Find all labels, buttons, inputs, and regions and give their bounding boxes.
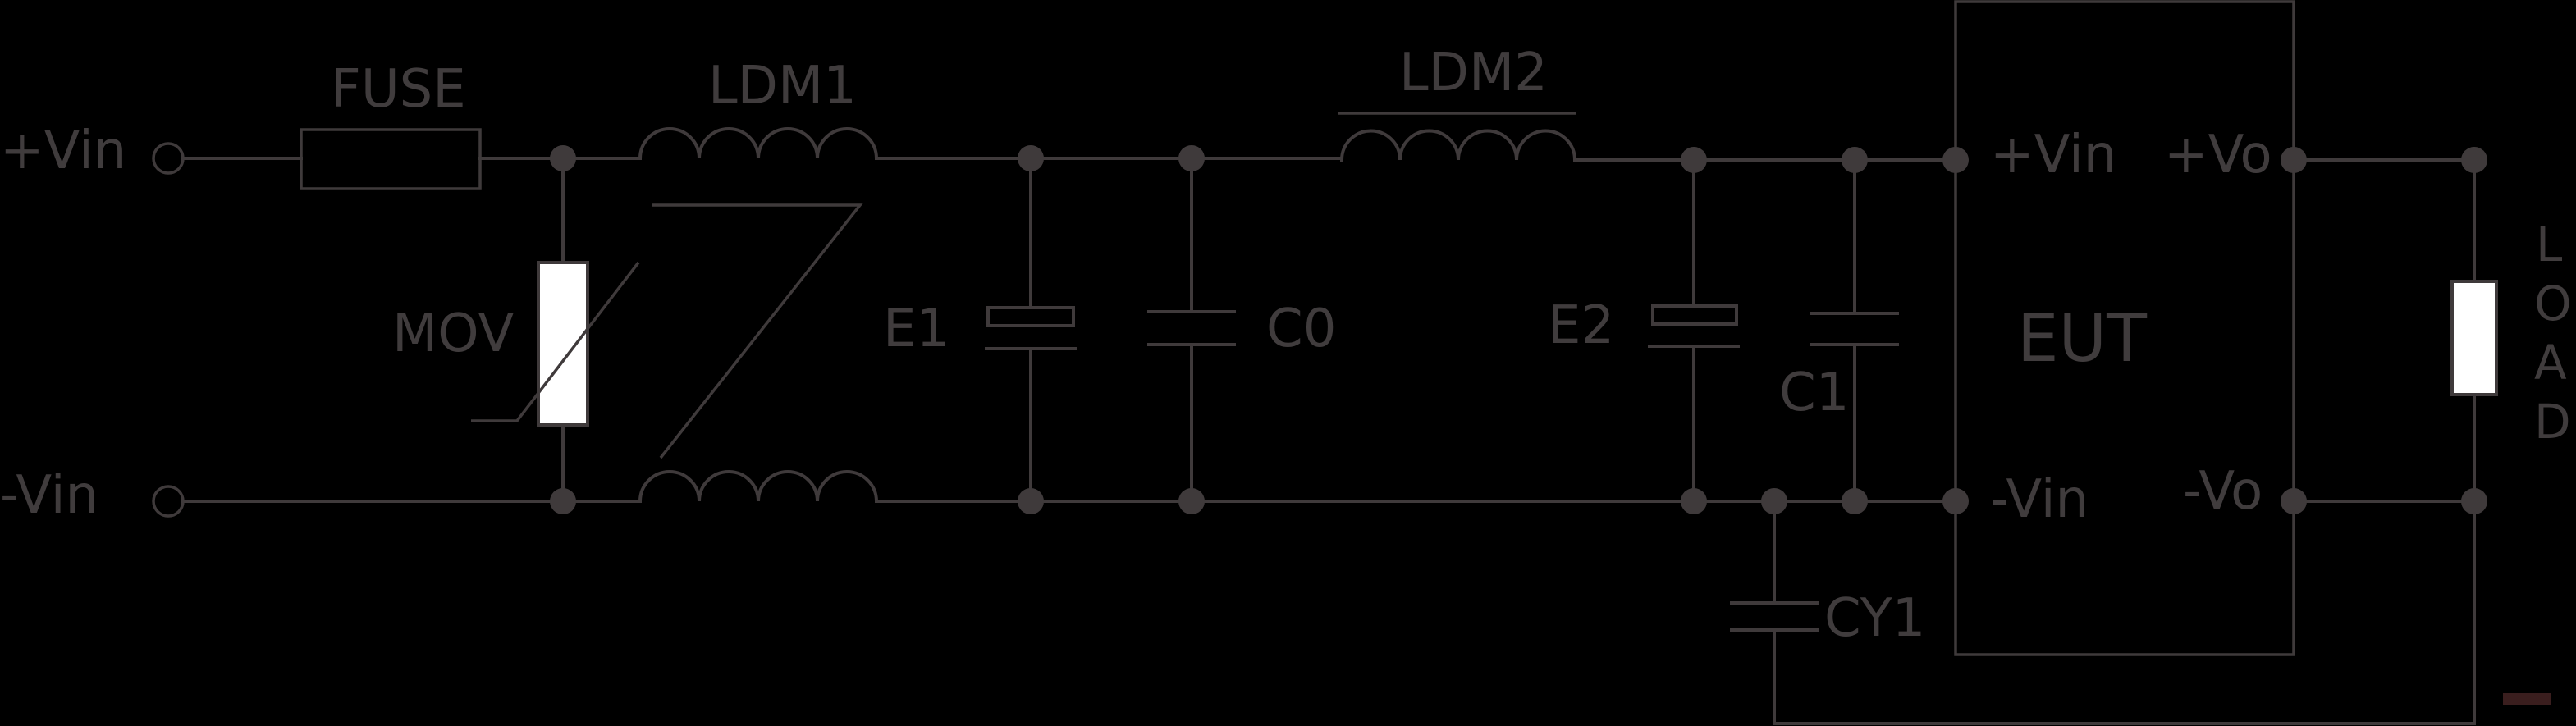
top-rail [181, 157, 2476, 162]
eut-pin-neg-out: -Vo [2183, 461, 2263, 522]
load-letter-a: A [2534, 335, 2567, 390]
load-letter-o: O [2534, 276, 2572, 331]
eut-pin-pos-in: +Vin [1990, 125, 2116, 185]
ldm1-label: LDM1 [708, 56, 857, 116]
load-letter-d: D [2534, 394, 2571, 450]
neg-input-label: -Vin [0, 465, 98, 526]
fuse-label: FUSE [331, 59, 466, 120]
ldm2-label: LDM2 [1399, 43, 1548, 103]
c1-label: C1 [1779, 363, 1849, 423]
e2-capacitor [1648, 158, 1740, 503]
neg-input-terminal [152, 485, 185, 518]
e1-label: E1 [883, 299, 949, 359]
pos-input-label: +Vin [0, 121, 126, 181]
cy1-label: CY1 [1824, 588, 1925, 649]
watermark-mark [2503, 693, 2551, 705]
ldm1-inductor-top [561, 127, 879, 161]
eut-pin-pos-out: +Vo [2164, 125, 2272, 185]
eut-label: EUT [2017, 300, 2148, 377]
eut-pin-neg-in: -Vin [1990, 469, 2089, 530]
ldm1-core-mark [652, 203, 863, 459]
load-resistor [2450, 158, 2498, 725]
fuse-symbol [300, 128, 482, 190]
c0-capacitor [1147, 157, 1236, 503]
ldm2-inductor [1338, 112, 1577, 162]
junction-dots [550, 145, 2487, 514]
c1-capacitor [1810, 158, 1899, 503]
cy1-capacitor [1730, 500, 2476, 725]
ldm1-inductor-bottom [638, 470, 879, 504]
mov-symbol [471, 157, 640, 503]
c0-label: C0 [1266, 299, 1336, 359]
mov-label: MOV [392, 304, 514, 364]
pos-input-terminal [152, 142, 185, 175]
e2-label: E2 [1548, 295, 1614, 356]
e1-capacitor [985, 157, 1077, 503]
eut-box [1954, 0, 2295, 656]
load-letter-l: L [2536, 217, 2562, 272]
